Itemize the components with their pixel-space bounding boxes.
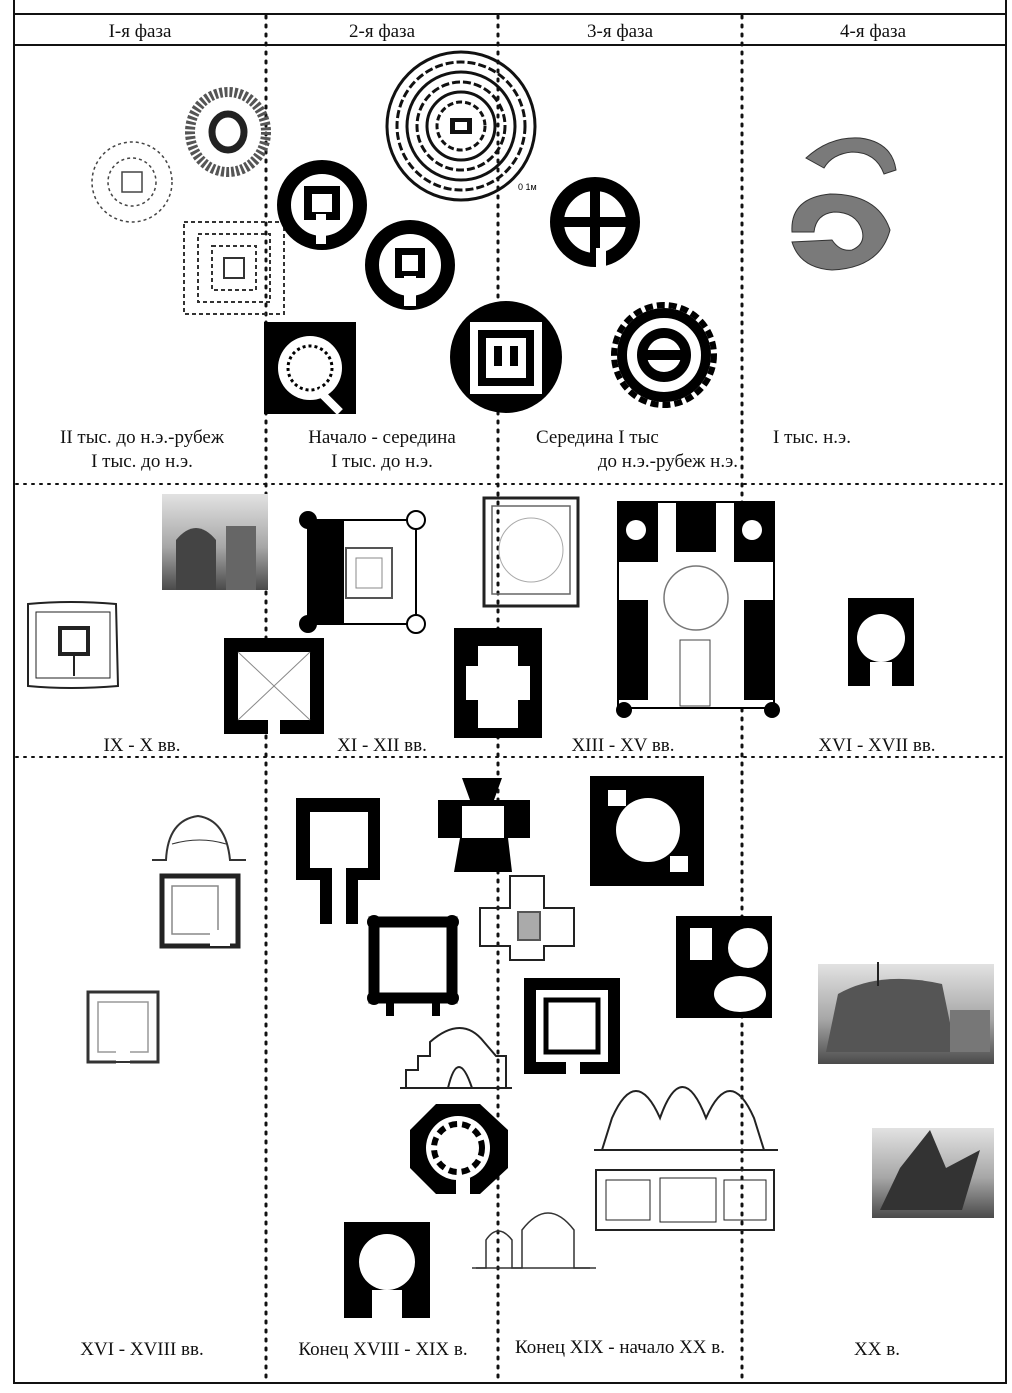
caption-line: I тыс. до н.э. [91,451,193,472]
caption-line: XIII - XV вв. [571,735,675,756]
plan-xvi-xviii-a [159,873,241,949]
caption-line: II тыс. до н.э.-рубеж [60,427,224,448]
caption-row1-col2: Начало - середина I тыс. до н.э. [272,426,492,474]
caption-line: XI - XII вв. [337,735,427,756]
plan-xix-square-dome [590,776,704,886]
section-xx-parabolic [594,1086,778,1151]
plan-ring-sketch [185,87,271,177]
plan-black-ring-1 [277,160,367,250]
phase-header-1: I-я фаза [108,21,172,42]
caption-row3-col4: XX в. [750,1338,1004,1362]
row-dividers [15,483,1005,758]
photo-xx-spiked-building [872,1128,994,1218]
plan-xx-twin-domes [676,916,772,1018]
plan-xix-cross [438,778,530,872]
caption-line: до н.э.-рубеж н.э. [597,451,738,472]
phase-header-4: 4-я фаза [840,21,906,42]
caption-line: Начало - середина [308,427,456,448]
photo-portal-detail [162,494,268,590]
plan-square-court [264,322,356,415]
caption-row1-col1: II тыс. до н.э.-рубеж I тыс. до н.э. [24,426,260,474]
caption-line: XVI - XVII вв. [818,735,936,756]
caption-line: XVI - XVIII вв. [80,1339,204,1360]
caption-line: XX в. [854,1339,900,1360]
section-xix-stepped [400,1027,512,1089]
caption-row2-col2: XI - XII вв. [272,734,492,758]
caption-line: I тыс. н.э. [773,427,851,448]
caption-row1-col4: I тыс. н.э. [752,426,872,450]
caption-row3-col1: XVI - XVIII вв. [24,1338,260,1362]
plan-xx-long [595,1169,775,1231]
caption-line: IX - X вв. [103,735,181,756]
plan-xi-xii-square [224,638,324,734]
plan-xix-double-square [524,978,620,1074]
plan-stone-horseshoe [791,137,897,271]
plan-circle-sketch [91,141,173,223]
caption-row2-col3: XIII - XV вв. [508,734,738,758]
plan-xix-octagon [410,1104,508,1196]
plan-xix-square-bottom [344,1222,430,1318]
plan-black-ring-2 [365,220,455,310]
caption-row3-col2: Конец XVIII - XIX в. [270,1338,496,1362]
plan-xi-xii-castle [299,510,426,634]
caption-line: Конец XIX - начало XX в. [515,1337,725,1358]
photo-xx-round-building [818,962,994,1064]
phase-header-2: 2-я фаза [349,21,415,42]
plan-cog-ring [611,302,717,408]
phase-header-3: 3-я фаза [587,21,653,42]
plan-complex-circle [450,301,562,413]
caption-row3-col3: Конец XIX - начало XX в. [500,1336,740,1360]
section-xvi-xviii [152,814,246,861]
scale-note: 0 1м [518,182,537,192]
caption-line: Конец XVIII - XIX в. [298,1339,468,1360]
caption-row1-col3: Середина I тыс до н.э.-рубеж н.э. [508,426,738,474]
plan-xix-cross-light [479,875,575,961]
caption-line: Середина I тыс [536,427,659,448]
plan-xiii-xv-square [482,496,580,608]
plan-xvi-xvii [848,598,914,686]
plan-xiii-xv-cross [454,628,542,738]
plan-ix-x [27,601,120,689]
plan-xix-portal-a [296,798,380,924]
section-xx-domes-small [472,1212,596,1269]
plan-xiii-xv-complex [616,501,780,718]
plan-xvi-xviii-b [86,990,160,1064]
plan-concentric-rings [385,50,537,202]
plan-xix-square-posts [367,915,459,1016]
caption-row2-col1: IX - X вв. [24,734,260,758]
plan-cross-circle [550,177,640,268]
caption-line: I тыс. до н.э. [331,451,433,472]
plan-square-sketch [183,221,285,315]
caption-row2-col4: XVI - XVII вв. [750,734,1004,758]
table-frame [13,0,1007,1384]
